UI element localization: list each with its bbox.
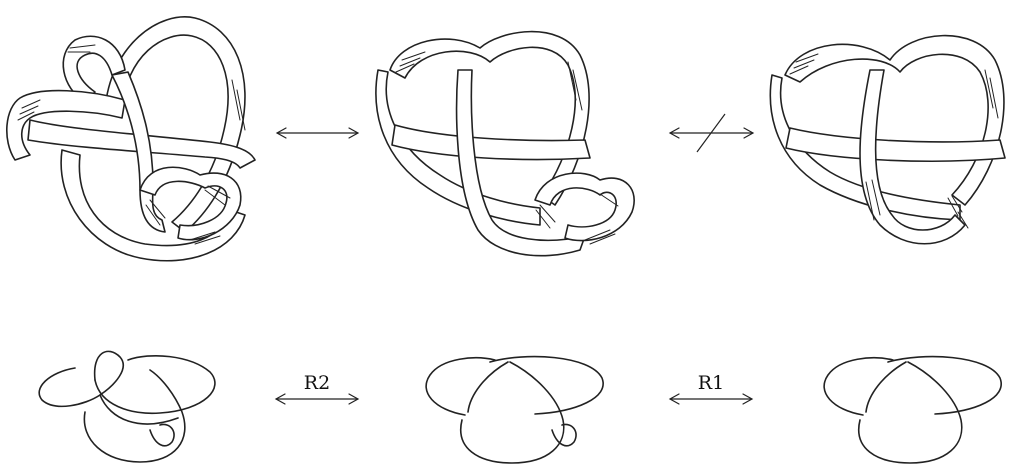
ribbon-knot-twisted-two-loops (7, 17, 255, 261)
arrow-equivalent (277, 128, 358, 138)
knot-diagram-with-twists (39, 351, 215, 462)
move-label-r2: R2 (304, 372, 330, 394)
knot-diagram-with-curl (426, 357, 603, 463)
arrow-not-equivalent (670, 114, 753, 152)
ribbon-knot-standard (770, 36, 1005, 244)
arrow-r2: R2 (276, 372, 358, 404)
move-label-r1: R1 (698, 372, 724, 394)
arrow-r1: R1 (670, 372, 752, 404)
ribbon-knot-twisted-one-loop (376, 32, 634, 256)
knot-diagram-trefoil (824, 357, 1001, 463)
